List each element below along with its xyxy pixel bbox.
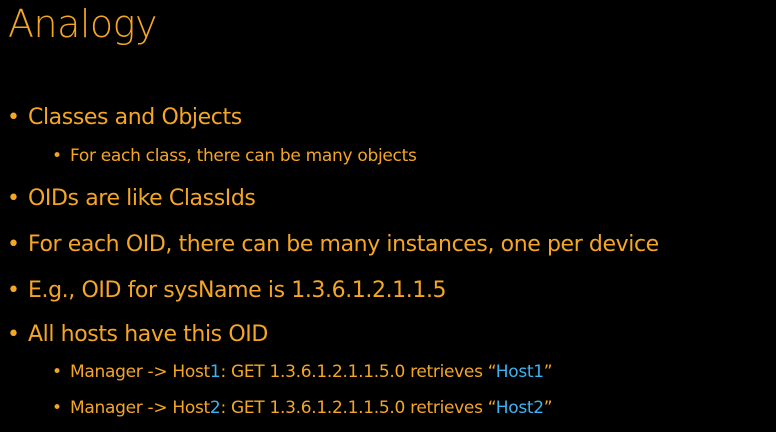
host-name-highlight: Host1 — [495, 362, 544, 382]
bullet-item: • All hosts have this OID — [7, 321, 268, 349]
bullet-text-part: ” — [543, 362, 553, 382]
bullet-item: • Classes and Objects — [7, 104, 242, 132]
bullet-text: Classes and Objects — [28, 105, 242, 130]
sub-bullet-item: • Manager -> Host1: GET 1.3.6.1.2.1.1.5.… — [52, 361, 553, 383]
bullet-text-part: Manager -> Host — [70, 362, 210, 382]
host-number-highlight: 2 — [209, 398, 221, 418]
bullet-icon: • — [7, 105, 20, 130]
bullet-icon: • — [7, 278, 20, 303]
bullet-text-part: Manager -> Host — [70, 398, 210, 418]
bullet-icon: • — [52, 146, 62, 166]
bullet-item: • OIDs are like ClassIds — [7, 185, 256, 213]
bullet-text: All hosts have this OID — [28, 322, 268, 347]
bullet-icon: • — [7, 186, 20, 211]
bullet-text-part: ” — [543, 398, 553, 418]
bullet-icon: • — [7, 322, 20, 347]
bullet-text: For each OID, there can be many instance… — [28, 232, 659, 257]
bullet-text: For each class, there can be many object… — [70, 146, 417, 166]
bullet-item: • E.g., OID for sysName is 1.3.6.1.2.1.1… — [7, 277, 447, 305]
bullet-text: E.g., OID for sysName is 1.3.6.1.2.1.1.5 — [28, 278, 447, 303]
slide-title: Analogy — [8, 2, 157, 46]
host-name-highlight: Host2 — [495, 398, 544, 418]
sub-bullet-item: • Manager -> Host2: GET 1.3.6.1.2.1.1.5.… — [52, 397, 553, 419]
bullet-icon: • — [52, 362, 62, 382]
bullet-text-part: : GET 1.3.6.1.2.1.1.5.0 retrieves “ — [220, 362, 496, 382]
bullet-item: • For each OID, there can be many instan… — [7, 231, 659, 259]
bullet-icon: • — [52, 398, 62, 418]
bullet-text: OIDs are like ClassIds — [28, 186, 256, 211]
sub-bullet-item: • For each class, there can be many obje… — [52, 145, 417, 167]
bullet-text-part: : GET 1.3.6.1.2.1.1.5.0 retrieves “ — [220, 398, 496, 418]
bullet-icon: • — [7, 232, 20, 257]
host-number-highlight: 1 — [209, 362, 221, 382]
